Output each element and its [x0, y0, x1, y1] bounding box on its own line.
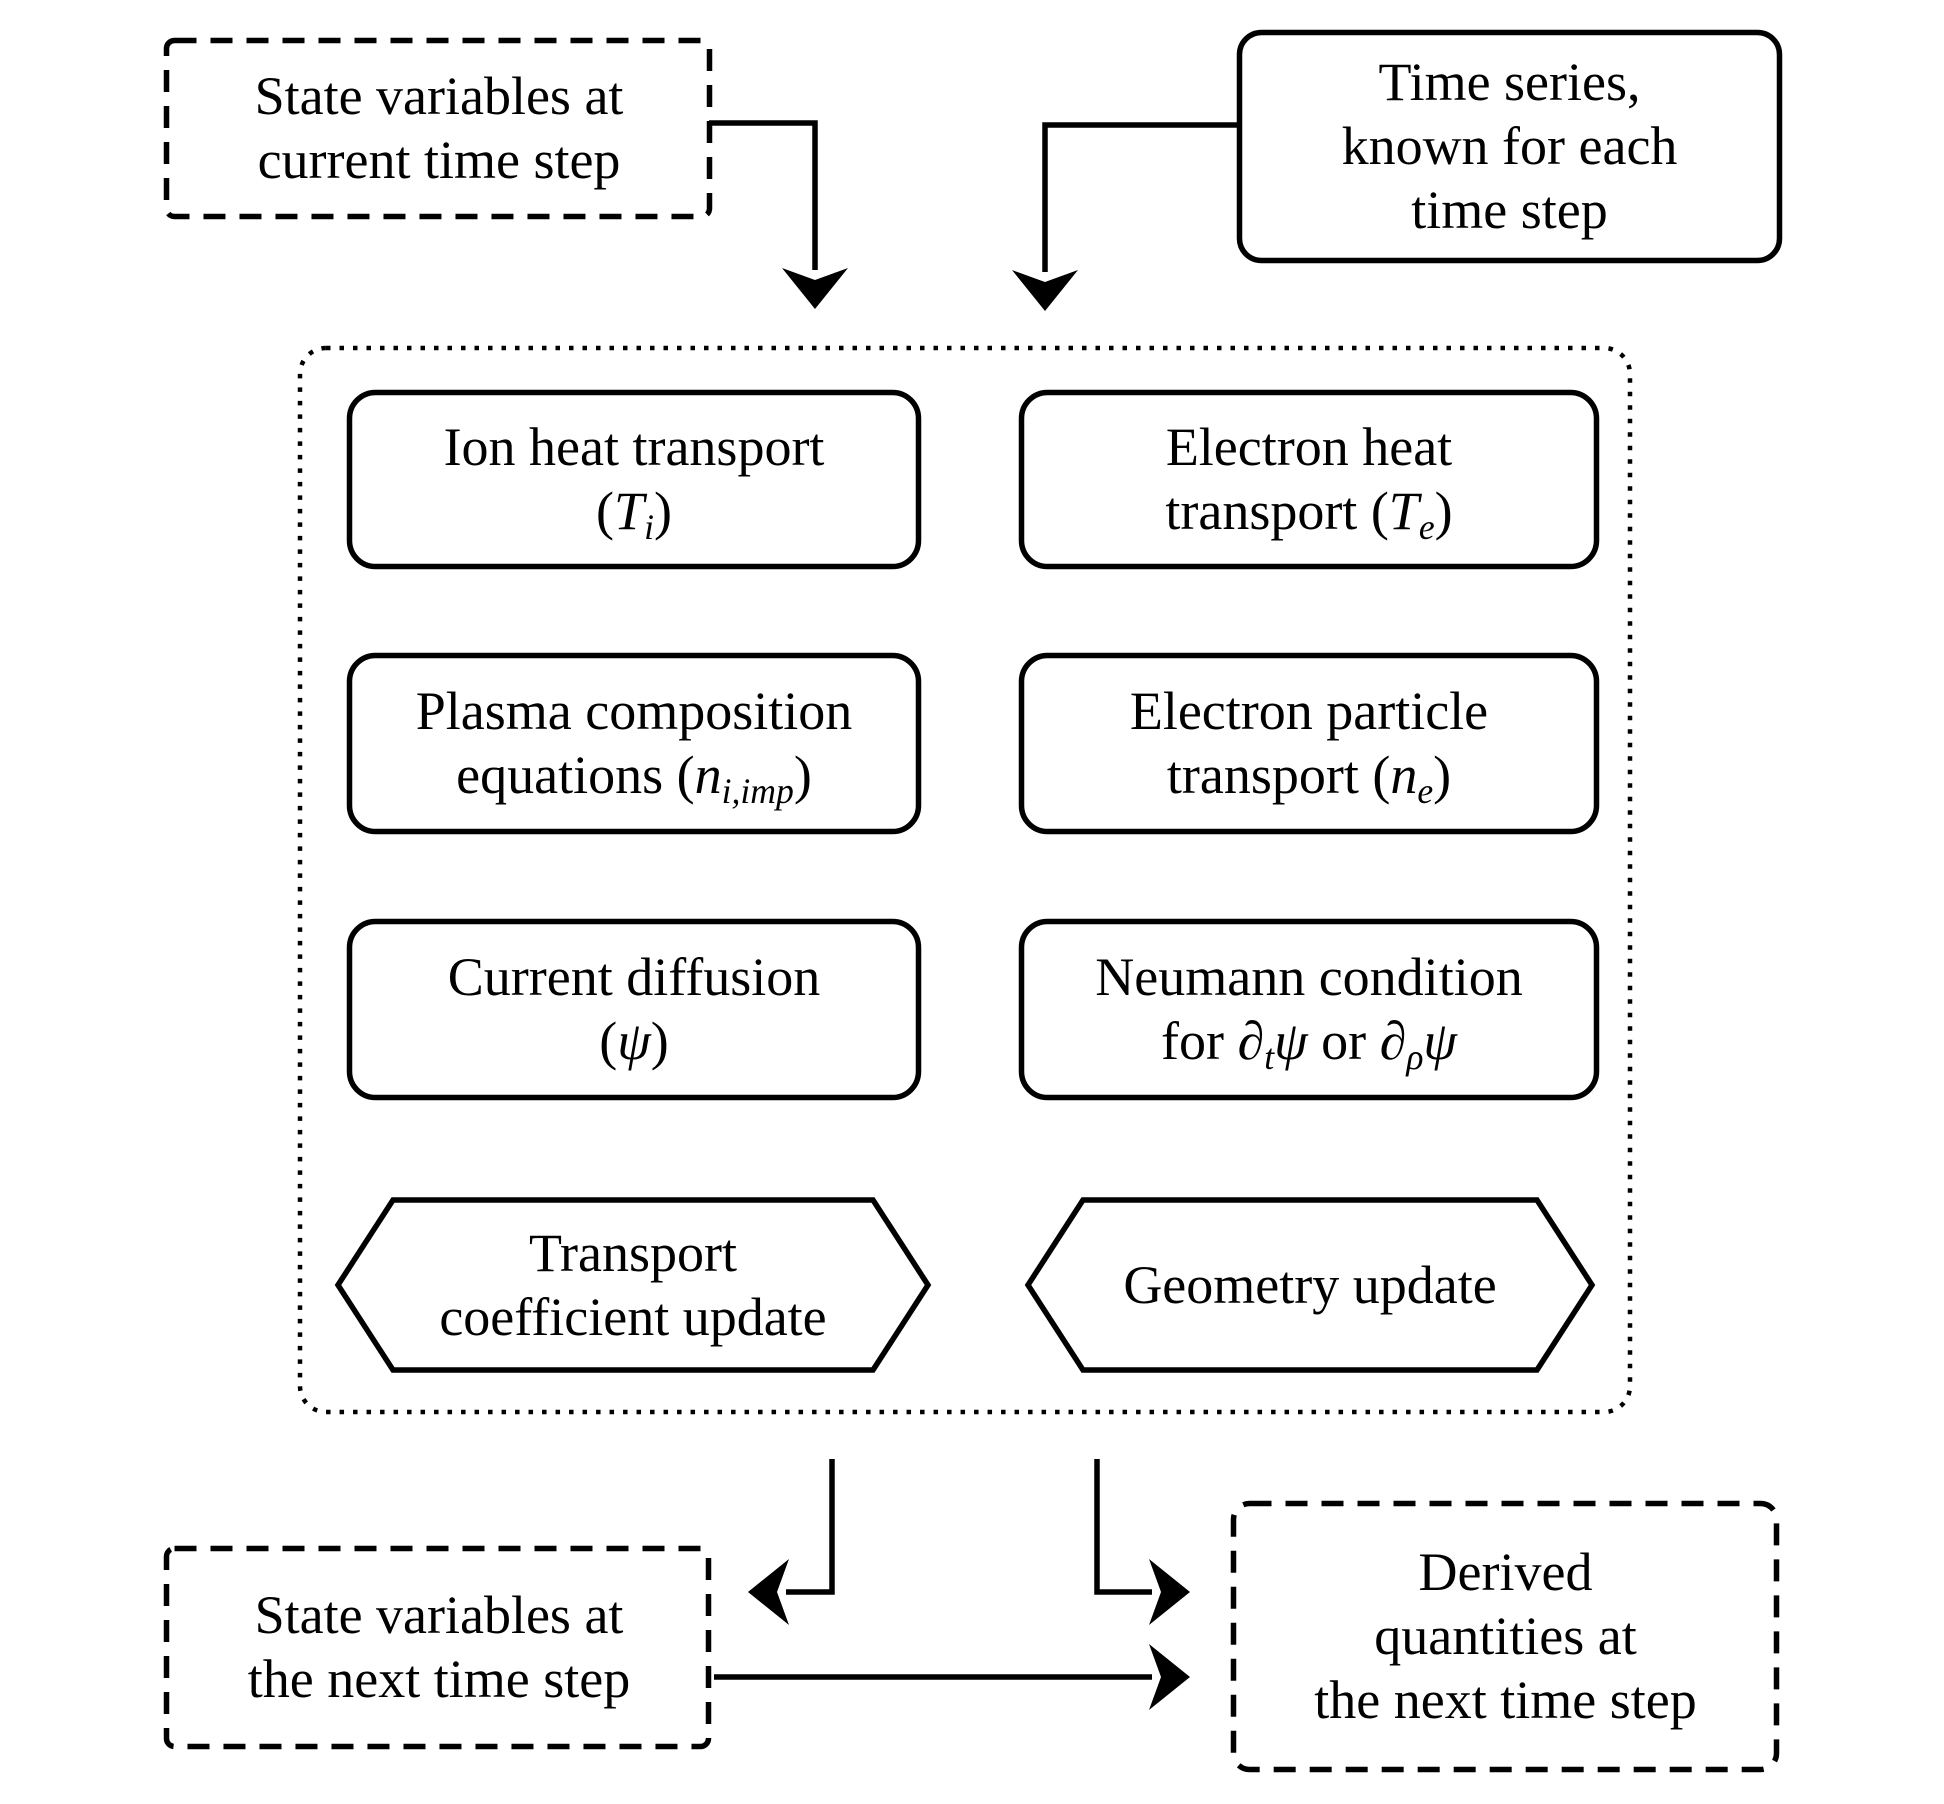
electron-particle-box-border: [1018, 652, 1600, 835]
electron-heat-box-border: [1018, 389, 1600, 570]
arrowhead-right-upper: [1149, 1559, 1190, 1625]
ion-heat-box-label: Ion heat transport(Ti): [443, 417, 825, 547]
transport-update-hexagon-border: [334, 1197, 932, 1373]
current-diffusion-box-label: Current diffusion(ψ): [447, 947, 821, 1071]
arrowhead-down-right: [1012, 270, 1078, 311]
geometry-update-hexagon-border: [1024, 1197, 1596, 1373]
geometry-update-hexagon-label: Geometry update: [1123, 1255, 1497, 1315]
neumann-box-border: [1018, 918, 1600, 1101]
arrow-solver-to-state-next: [786, 1459, 835, 1595]
arrowhead-right-lower: [1149, 1644, 1190, 1710]
time-series-box-border: [1236, 29, 1783, 264]
arrowhead-down-left: [782, 268, 848, 309]
arrow-solver-to-derived-next: [1094, 1459, 1152, 1595]
ion-heat-box-border: [346, 389, 922, 570]
arrow-time-series-to-solver: [1042, 122, 1238, 272]
arrow-state-current-to-solver: [709, 120, 818, 270]
state-current-box-border: [163, 37, 713, 220]
solver-container-border: [297, 345, 1633, 1415]
arrowhead-left: [748, 1559, 789, 1625]
derived-next-box-border: [1230, 1500, 1780, 1773]
current-diffusion-box-border: [346, 918, 922, 1101]
plasma-composition-box-border: [346, 652, 922, 835]
state-next-box-border: [163, 1545, 712, 1750]
